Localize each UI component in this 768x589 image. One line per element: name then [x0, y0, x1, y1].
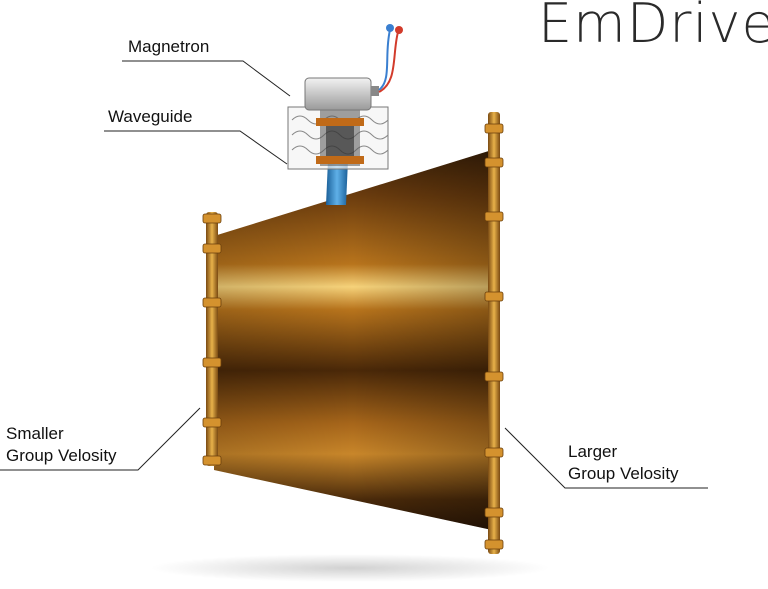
magnetron-label: Magnetron [128, 37, 210, 56]
larger-leader [504, 427, 708, 489]
diagram-title: EmDrive [538, 0, 768, 55]
flange-bolt [484, 211, 504, 222]
smaller-leader [0, 407, 201, 471]
flange-bolt [484, 539, 504, 550]
waveguide-housing [287, 106, 389, 170]
flange-bolt [484, 291, 504, 302]
magnetron-wires [378, 24, 403, 93]
magnetron-leader [122, 60, 291, 97]
flange-bolt [202, 297, 222, 308]
smaller-group-velocity-label: Smaller Group Velosity [6, 423, 117, 467]
flange-bolt [484, 371, 504, 382]
flange-bolt [484, 157, 504, 168]
flange-bolt [202, 357, 222, 368]
flange-bolt [202, 213, 222, 224]
flange-bolt [484, 123, 504, 134]
smaller-label-line1: Smaller [6, 424, 64, 443]
waveguide-leader [104, 130, 288, 165]
magnetron-box [304, 77, 379, 111]
waveguide-label: Waveguide [108, 107, 193, 126]
flange-bolt [484, 507, 504, 518]
flange-bolt [202, 455, 222, 466]
smaller-label-line2: Group Velosity [6, 446, 117, 465]
larger-label-line2: Group Velosity [568, 464, 679, 483]
flange-bolt [484, 447, 504, 458]
large-end-flange [484, 112, 504, 554]
small-end-flange [202, 212, 222, 466]
flange-bolt [202, 243, 222, 254]
larger-label-line1: Larger [568, 442, 618, 461]
flange-bolt [202, 417, 222, 428]
waveguide-tube [326, 160, 348, 205]
larger-group-velocity-label: Larger Group Velosity [568, 441, 679, 485]
frustum-cavity [214, 150, 492, 530]
floor-shadow [150, 554, 550, 582]
